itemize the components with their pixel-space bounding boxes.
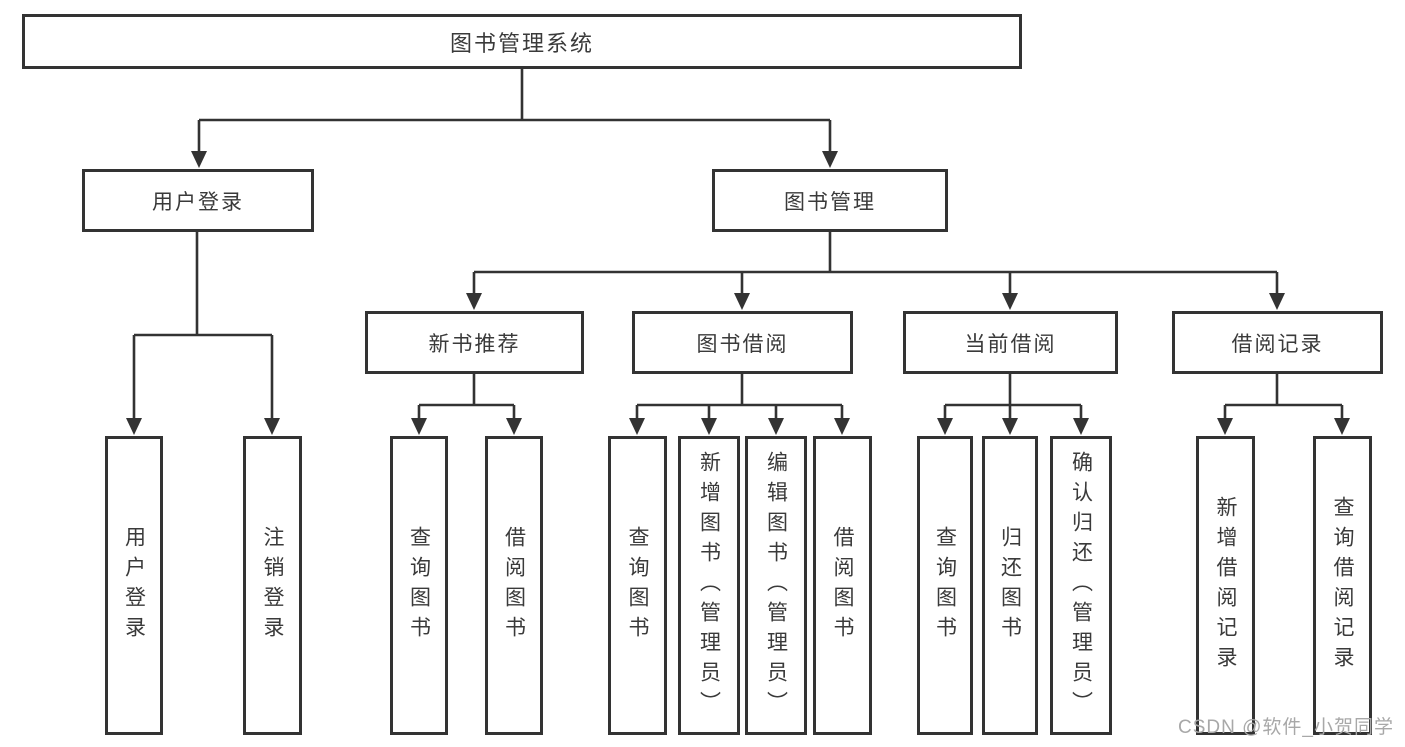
node-root-label: 图书管理系统	[449, 30, 594, 56]
node-book-borrow: 图书借阅	[632, 311, 853, 374]
csdn-watermark: CSDN @软件_小贺同学	[1178, 717, 1394, 738]
node-cb-query-books: 查询图书	[917, 436, 973, 735]
node-user-login-branch: 用户登录	[82, 169, 314, 232]
connector-borrow-records	[1223, 374, 1344, 420]
connector-current-borrow	[943, 374, 1083, 420]
node-new-book-recommend: 新书推荐	[365, 311, 584, 374]
arrowheads	[126, 151, 1350, 435]
node-borrow-records: 借阅记录	[1172, 311, 1383, 374]
node-bb-query-books: 查询图书	[608, 436, 667, 735]
node-nb-borrow-books-label: 借阅图书	[502, 525, 526, 646]
node-bb-add-books-admin: 新增图书（管理员）	[678, 436, 740, 735]
node-cb-query-books-label: 查询图书	[933, 525, 957, 646]
node-nb-borrow-books: 借阅图书	[485, 436, 543, 735]
node-cb-confirm-return-admin: 确认归还（管理员）	[1050, 436, 1112, 735]
connector-user-login	[132, 232, 274, 420]
node-nb-query-books-label: 查询图书	[407, 525, 431, 646]
node-user-login-branch-label: 用户登录	[152, 190, 244, 214]
node-book-mgmt-branch-label: 图书管理	[784, 190, 876, 214]
node-br-add-record-label: 新增借阅记录	[1214, 495, 1237, 676]
node-new-book-recommend-label: 新书推荐	[428, 332, 521, 356]
connector-new-book	[417, 374, 516, 420]
node-br-query-record: 查询借阅记录	[1313, 436, 1372, 735]
node-user-login-leaf-label: 用户登录	[122, 525, 146, 646]
node-root: 图书管理系统	[22, 14, 1022, 69]
node-bb-add-books-admin-label: 新增图书（管理员）	[697, 450, 721, 721]
connector-root	[197, 69, 832, 153]
node-user-login-leaf: 用户登录	[105, 436, 163, 735]
node-bb-query-books-label: 查询图书	[626, 525, 649, 646]
node-cb-confirm-return-admin-label: 确认归还（管理员）	[1069, 450, 1093, 721]
node-bb-edit-books-admin: 编辑图书（管理员）	[745, 436, 807, 735]
node-br-add-record: 新增借阅记录	[1196, 436, 1255, 735]
connector-book-borrow	[635, 374, 844, 420]
node-book-mgmt-branch: 图书管理	[712, 169, 948, 232]
node-br-query-record-label: 查询借阅记录	[1331, 495, 1354, 676]
node-cb-return-books-label: 归还图书	[998, 525, 1022, 646]
node-current-borrow: 当前借阅	[903, 311, 1118, 374]
node-borrow-records-label: 借阅记录	[1231, 332, 1324, 356]
node-bb-borrow-books: 借阅图书	[813, 436, 872, 735]
node-logout-leaf-label: 注销登录	[261, 525, 284, 646]
node-bb-edit-books-admin-label: 编辑图书（管理员）	[764, 450, 788, 721]
node-nb-query-books: 查询图书	[390, 436, 448, 735]
connector-book-mgmt	[472, 232, 1279, 294]
node-current-borrow-label: 当前借阅	[964, 332, 1057, 356]
node-logout-leaf: 注销登录	[243, 436, 302, 735]
node-bb-borrow-books-label: 借阅图书	[831, 525, 854, 646]
node-cb-return-books: 归还图书	[982, 436, 1038, 735]
node-book-borrow-label: 图书借阅	[696, 332, 789, 356]
